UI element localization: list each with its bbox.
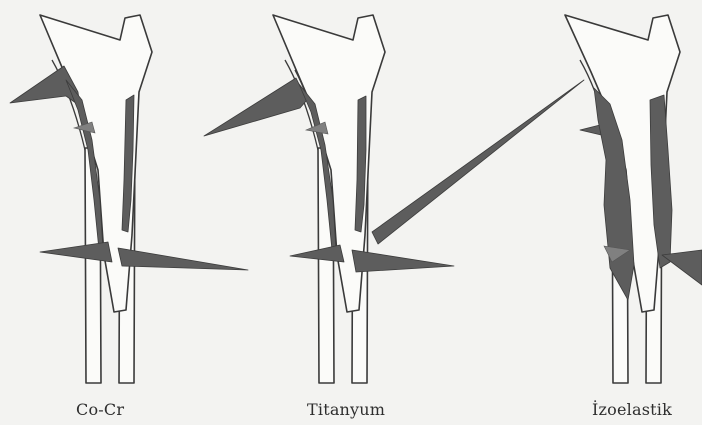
panel-titanyum [204, 15, 584, 383]
diagram-canvas [0, 0, 702, 400]
panel-co-cr [10, 15, 248, 383]
panel-label-co-cr: Co-Cr [76, 400, 124, 419]
panel-label-titanyum: Titanyum [307, 400, 385, 419]
panel-izoelastik [565, 15, 702, 383]
stress-distribution-shading [204, 78, 584, 272]
panel-label-izoelastik: İzoelastik [592, 400, 672, 419]
